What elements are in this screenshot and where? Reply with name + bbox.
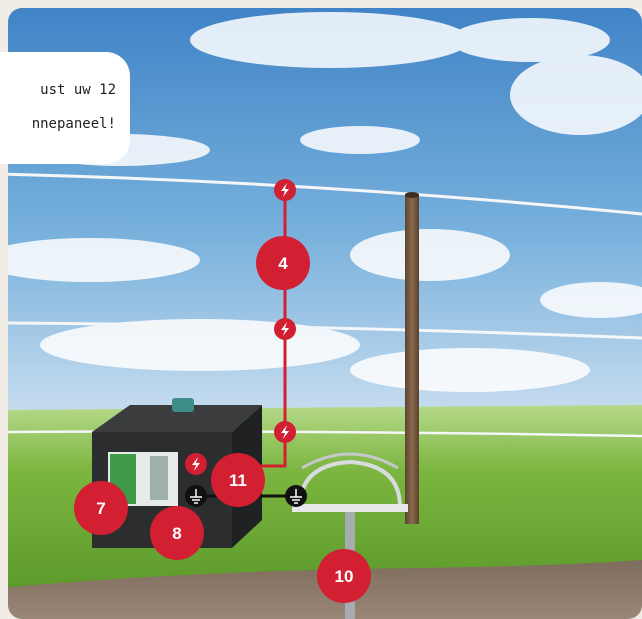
marker-10: 10 xyxy=(317,549,371,603)
ground-icon xyxy=(185,485,207,507)
ground-icon xyxy=(285,485,307,507)
marker-8: 8 xyxy=(150,506,204,560)
lightning-icon xyxy=(274,421,296,443)
marker-7: 7 xyxy=(74,481,128,535)
marker-4: 4 xyxy=(256,236,310,290)
svg-text:4: 4 xyxy=(278,254,288,273)
svg-text:11: 11 xyxy=(229,471,247,490)
bubble-line-1: ust uw 12 xyxy=(0,73,130,107)
svg-text:7: 7 xyxy=(96,499,105,518)
fence-post xyxy=(405,194,419,524)
lightning-icon xyxy=(185,453,207,475)
speech-bubble: ust uw 12 nnepaneel! xyxy=(0,52,130,164)
svg-text:8: 8 xyxy=(172,524,181,543)
bubble-line-2: nnepaneel! xyxy=(0,107,130,141)
svg-text:10: 10 xyxy=(335,567,354,586)
lightning-icon xyxy=(274,179,296,201)
lightning-icon xyxy=(274,318,296,340)
marker-11: 11 xyxy=(211,453,265,507)
